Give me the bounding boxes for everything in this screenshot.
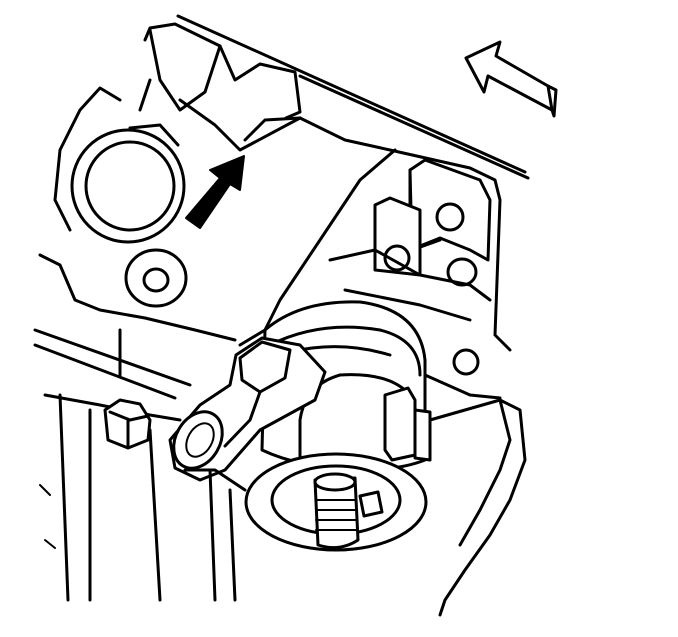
- retaining-clip: [383, 386, 432, 462]
- round-port: [70, 128, 186, 244]
- lower-left-block: [33, 328, 247, 602]
- bolt-boss-left: [124, 248, 188, 308]
- direction-arrow-icon: [464, 40, 558, 118]
- alignment-tool: [168, 336, 327, 482]
- lower-flange: [244, 452, 428, 552]
- mounting-bracket: [328, 158, 492, 376]
- housing-right-edge: [423, 373, 527, 617]
- pointer-arrow-icon: [185, 155, 245, 229]
